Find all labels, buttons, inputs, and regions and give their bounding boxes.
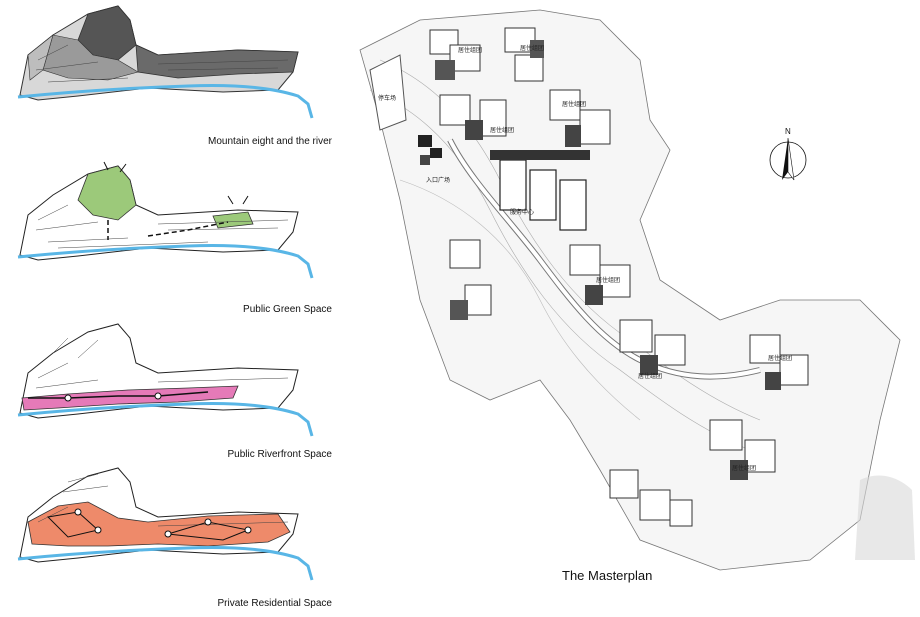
diagram-public-green-space: Public Green Space [8,160,338,315]
diagram-private-residential-space: Private Residential Space [8,462,338,612]
map-label: 停车场 [378,94,396,102]
masterplan-drawing: 居住组团 居住组团 居住组团 居住组团 停车场 入口广场 服务中心 居住组团 居… [359,9,915,571]
entrance-buildings [418,135,442,165]
map-label: 居住组团 [490,126,514,134]
building-cluster [609,469,693,527]
building-cluster [709,419,776,480]
north-label: N [785,127,791,136]
residential-space-drawing [17,467,314,581]
diagram-caption: Mountain eight and the river [208,136,332,147]
building-cluster [429,29,481,80]
map-label: 居住组团 [596,276,620,284]
map-label: 居住组团 [638,372,662,380]
building-cluster [569,244,631,305]
north-arrow-icon: N [769,127,807,181]
diagram-caption: Public Riverfront Space [227,449,333,460]
masterplan-caption: The Masterplan [562,568,653,583]
building-cluster [504,27,544,82]
diagram-caption: Private Residential Space [217,598,332,609]
service-center [490,150,590,231]
building-cluster [549,89,611,147]
map-label: 居住组团 [562,100,586,108]
map-label: 服务中心 [510,208,534,216]
diagram-caption: Public Green Space [243,304,332,315]
building-cluster [439,94,507,140]
diagram-public-riverfront-space: Public Riverfront Space [8,318,338,468]
diagram-mountain-height: Mountain eight and the river [8,0,338,150]
map-label: 入口广场 [426,176,450,184]
map-label: 居住组团 [768,354,792,362]
building-cluster [449,239,492,320]
map-label: 居住组团 [732,464,756,472]
building-cluster [619,319,686,375]
green-space-drawing [17,161,314,279]
building-cluster [749,334,809,390]
riverfront-space-drawing [17,323,314,437]
mountain-height-drawing [17,5,314,119]
map-label: 居住组团 [458,46,482,54]
masterplan: 居住组团 居住组团 居住组团 居住组团 停车场 入口广场 服务中心 居住组团 居… [340,0,920,612]
map-label: 居住组团 [520,44,544,52]
